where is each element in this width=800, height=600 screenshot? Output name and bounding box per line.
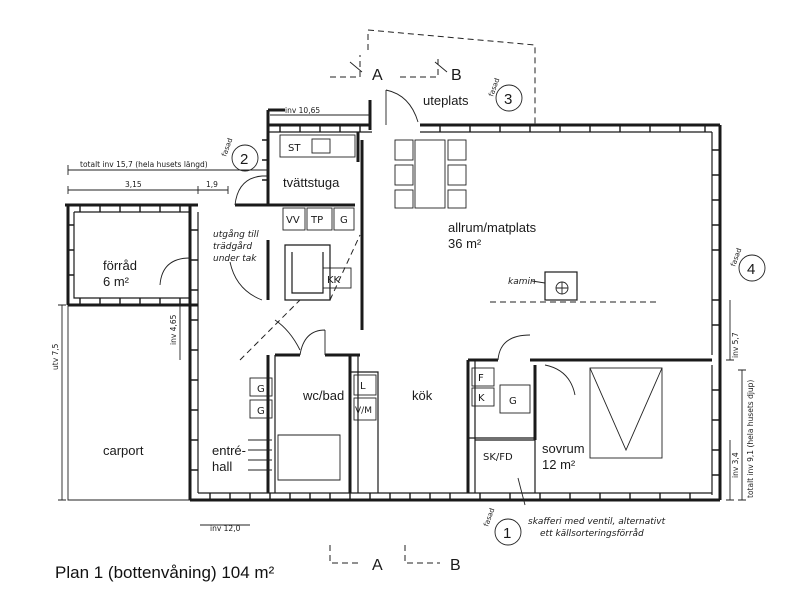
- facade-marker-4: [738, 254, 766, 282]
- kamin-leader: [531, 280, 546, 284]
- fixture-f: F: [478, 373, 484, 384]
- facade-label-4: fasad: [729, 247, 743, 268]
- doors: [159, 89, 576, 396]
- note-utgang-3: under tak: [213, 254, 257, 264]
- room-entre: entré-: [212, 443, 246, 458]
- dim-19: 1,9: [206, 180, 218, 189]
- room-hall: hall: [212, 459, 232, 474]
- section-marker-top: [330, 29, 536, 125]
- room-allrum-name: allrum/matplats: [448, 220, 537, 235]
- wall-hatching: [190, 125, 720, 500]
- interior-walls: [65, 132, 712, 493]
- room-uteplats: uteplats: [423, 93, 469, 108]
- facade-label-3: fasad: [487, 77, 501, 98]
- dim-inv12: inv 12,0: [210, 524, 241, 533]
- dim-totalt-side: totalt inv 9,1 (hela husets djup): [746, 380, 755, 498]
- room-kok: kök: [412, 388, 433, 403]
- room-tvattstuga: tvättstuga: [283, 175, 340, 190]
- kk-box: [322, 267, 352, 289]
- note-utgang-2: trädgård: [213, 241, 252, 252]
- note-skafferi-2: ett källsorteringsförråd: [540, 528, 644, 539]
- dim-utv75: utv 7,5: [51, 343, 60, 370]
- dining-table: [394, 139, 467, 209]
- section-label-a-top: A: [372, 67, 383, 84]
- fixture-st: ST: [288, 143, 301, 154]
- fixture-kk: KK: [327, 275, 341, 286]
- fixture-g-1: G: [257, 384, 265, 395]
- forrad-wall-hatch: [68, 205, 181, 305]
- room-allrum-area: 36 m²: [448, 236, 482, 251]
- dim-inv34: inv 3,4: [731, 452, 740, 478]
- carport-outline: [67, 305, 190, 501]
- room-carport: carport: [103, 443, 144, 458]
- fixture-skfd: SK/FD: [483, 452, 513, 463]
- facade-number-4: 4: [747, 261, 755, 278]
- pantry-leader: [517, 477, 526, 506]
- fixture-g-laundry: G: [340, 215, 348, 226]
- section-label-b-bottom: B: [450, 557, 461, 574]
- fixture-g-2: G: [257, 406, 265, 417]
- dimension-lines: [58, 114, 746, 526]
- kitchen-fixtures: [353, 367, 531, 421]
- room-forrad-name: förråd: [103, 258, 137, 273]
- kamin-stove: [490, 271, 660, 303]
- dim-inv-top: inv 10,65: [285, 106, 320, 115]
- section-label-b-top: B: [451, 67, 462, 84]
- facade-label-1: fasad: [482, 507, 496, 528]
- bathroom-fixtures: [248, 377, 341, 481]
- fixture-vm: V/M: [355, 406, 372, 416]
- dim-totalt-top: totalt inv 15,7 (hela husets längd): [80, 160, 208, 169]
- facade-number-3: 3: [504, 91, 512, 108]
- plan-title: Plan 1 (bottenvåning) 104 m²: [55, 563, 275, 582]
- fixture-k: K: [478, 393, 485, 404]
- room-forrad-area: 6 m²: [103, 274, 130, 289]
- room-sovrum-area: 12 m²: [542, 457, 576, 472]
- facade-marker-2: [231, 144, 259, 172]
- note-kamin: kamin: [508, 277, 536, 287]
- note-utgang-1: utgång till: [213, 229, 259, 240]
- fixture-vv: VV: [286, 215, 300, 226]
- fixture-l: L: [360, 381, 366, 392]
- fixture-g-kitchen: G: [509, 396, 517, 407]
- laundry-fixtures: [279, 134, 356, 231]
- room-sovrum-name: sovrum: [542, 441, 585, 456]
- fixture-tp: TP: [310, 215, 323, 226]
- dim-inv465: inv 4,65: [169, 314, 178, 345]
- hall-dashed-lines: [239, 234, 361, 361]
- dim-inv57: inv 5,7: [731, 332, 740, 358]
- facade-marker-3: [495, 84, 523, 112]
- facade-number-1: 1: [503, 525, 511, 542]
- section-marker-bottom: [329, 545, 440, 564]
- facade-number-2: 2: [240, 151, 248, 168]
- facade-marker-1: [494, 518, 522, 546]
- room-wcbad: wc/bad: [302, 388, 344, 403]
- section-label-a-bottom: A: [372, 557, 383, 574]
- bed: [589, 367, 663, 459]
- note-skafferi-1: skafferi med ventil, alternativt: [528, 517, 666, 527]
- dim-315: 3,15: [125, 180, 142, 189]
